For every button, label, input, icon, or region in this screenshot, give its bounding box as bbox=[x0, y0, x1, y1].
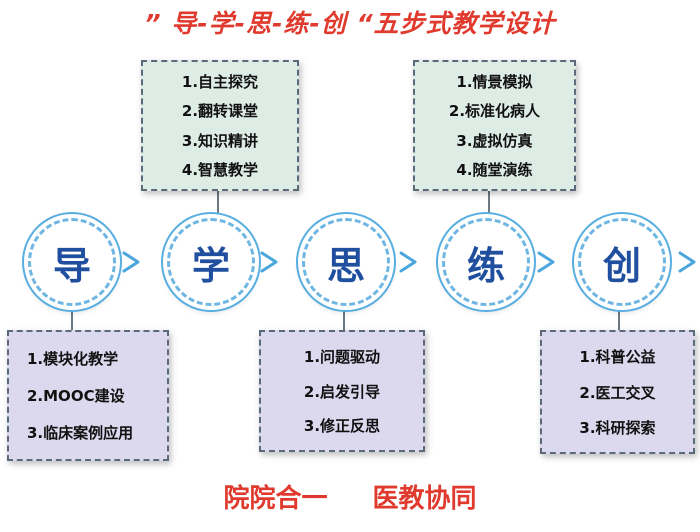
footer-left: 院院合一 bbox=[223, 484, 328, 514]
list-item: 4.随堂演练 bbox=[456, 161, 533, 180]
footer-slogan: 院院合一 医教协同 bbox=[0, 478, 700, 515]
step-char: 学 bbox=[191, 243, 230, 288]
list-item: 2.翻转课堂 bbox=[181, 102, 259, 121]
arrow-icon bbox=[537, 251, 555, 273]
step-circle-si: 思 bbox=[302, 218, 390, 306]
step-circle-lian: 练 bbox=[442, 218, 530, 306]
step-box-chuang: 1.科普公益 2.医工交叉 3.科研探索 bbox=[540, 330, 695, 454]
list-item: 2.医工交叉 bbox=[579, 383, 656, 402]
step-box-si: 1.问题驱动 2.启发引导 3.修正反思 bbox=[259, 330, 425, 452]
list-item: 3.科研探索 bbox=[579, 418, 656, 437]
step-box-dao: 1.模块化教学 2.MOOC建设 3.临床案例应用 bbox=[7, 330, 169, 461]
list-item: 1.科普公益 bbox=[579, 348, 656, 367]
list-item: 3.临床案例应用 bbox=[27, 424, 134, 442]
list-item: 1.模块化教学 bbox=[27, 350, 119, 368]
arrow-icon bbox=[122, 251, 140, 273]
list-item: 1.问题驱动 bbox=[303, 347, 381, 366]
diagram-title: ” 导-学-思-练-创 “五步式教学设计 bbox=[144, 9, 556, 38]
step-box-xue: 1.自主探究 2.翻转课堂 3.知识精讲 4.智慧教学 bbox=[141, 60, 299, 191]
arrow-icon bbox=[678, 251, 696, 273]
footer-right: 医教协同 bbox=[372, 484, 477, 514]
step-circle-chuang: 创 bbox=[578, 218, 666, 306]
arrow-icon bbox=[260, 251, 278, 273]
step-circle-xue: 学 bbox=[167, 218, 255, 306]
step-circle-dao: 导 bbox=[28, 218, 116, 306]
step-char: 思 bbox=[326, 243, 365, 288]
list-item: 2.启发引导 bbox=[303, 382, 381, 401]
list-item: 2.标准化病人 bbox=[448, 102, 541, 121]
list-item: 3.修正反思 bbox=[303, 417, 381, 436]
list-item: 4.智慧教学 bbox=[181, 161, 259, 180]
list-item: 3.虚拟仿真 bbox=[456, 131, 533, 150]
step-box-lian: 1.情景模拟 2.标准化病人 3.虚拟仿真 4.随堂演练 bbox=[413, 60, 576, 191]
step-char: 导 bbox=[52, 243, 91, 288]
list-item: 2.MOOC建设 bbox=[27, 387, 125, 405]
arrow-icon bbox=[399, 251, 417, 273]
step-char: 练 bbox=[466, 243, 505, 288]
list-item: 1.自主探究 bbox=[181, 72, 259, 91]
list-item: 3.知识精讲 bbox=[181, 131, 259, 150]
step-char: 创 bbox=[602, 243, 641, 288]
list-item: 1.情景模拟 bbox=[456, 72, 533, 91]
